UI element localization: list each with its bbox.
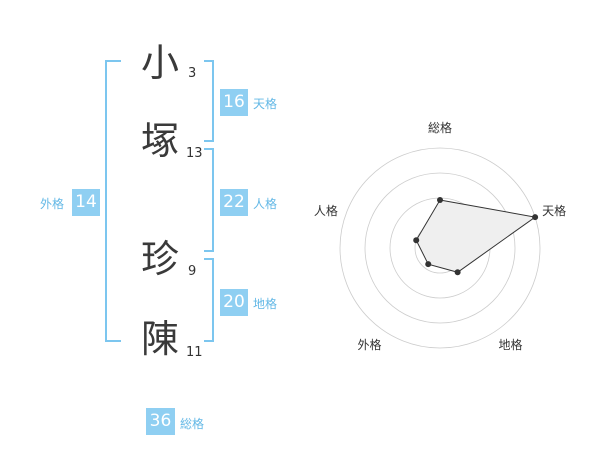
radar-axis-label-3: 地格 (499, 337, 523, 352)
radar-axis-label-1: 総格 (428, 120, 452, 135)
gaikaku-label: 外格 (40, 197, 65, 211)
name-char-3: 珍 (141, 237, 180, 281)
tenkaku-bracket (204, 60, 214, 142)
radar-data-polygon (415, 199, 537, 273)
soukaku-value: 36 (146, 408, 175, 435)
radar-point-1 (437, 197, 443, 203)
gaikaku-value: 14 (72, 189, 100, 216)
radar-point-3 (454, 269, 461, 276)
stroke-count-4: 11 (186, 345, 203, 360)
stroke-count-3: 9 (188, 264, 197, 279)
soukaku-label: 総格 (180, 417, 205, 431)
radar-axis-label-5: 人格 (314, 203, 338, 218)
chikaku-bracket (204, 258, 214, 342)
name-char-2: 塚 (141, 119, 180, 163)
radar-ring (364, 172, 516, 324)
radar-point-2 (532, 214, 539, 221)
jinkaku-bracket (204, 148, 214, 252)
tenkaku-label: 天格 (253, 97, 278, 111)
stroke-count-2: 13 (186, 146, 203, 161)
name-char-4: 陳 (141, 317, 180, 361)
radar-axis-label-4: 外格 (357, 337, 381, 352)
stroke-count-1: 3 (188, 66, 197, 81)
tenkaku-value: 16 (220, 89, 248, 116)
jinkaku-label: 人格 (253, 197, 278, 211)
gaikaku-bracket (105, 60, 121, 342)
chikaku-value: 20 (220, 289, 248, 316)
radar-ring (339, 147, 541, 349)
name-char-1: 小 (141, 41, 180, 85)
radar-point-4 (425, 261, 432, 268)
radar-axis-label-2: 天格 (542, 203, 566, 218)
radar-data-points (413, 197, 539, 276)
jinkaku-value: 22 (220, 189, 248, 216)
chikaku-label: 地格 (253, 297, 278, 311)
radar-point-5 (413, 237, 420, 244)
